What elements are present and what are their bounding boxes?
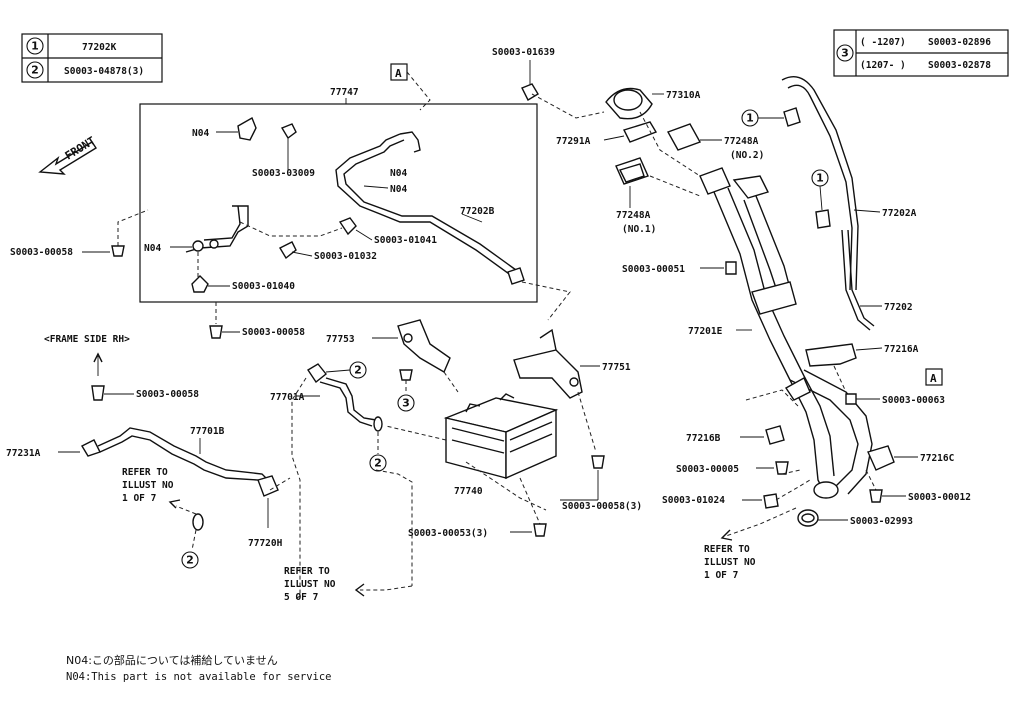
frame-side-label: <FRAME SIDE RH> <box>44 334 130 345</box>
clip-77216C: 77216C S0003-00012 <box>865 445 971 503</box>
mark-2-c: 2 <box>186 554 194 567</box>
label-77216A: 77216A <box>884 344 919 355</box>
label-no2: (NO.2) <box>730 150 764 161</box>
label-s00053-3: S0003-00053(3) <box>408 528 488 539</box>
bracket-77751: 77751 S0003-00058(3) <box>513 328 642 512</box>
refer1-line3: 1 OF 7 <box>122 493 156 504</box>
refer2-line1: REFER TO <box>704 544 750 555</box>
refer2-line3: 1 OF 7 <box>704 570 738 581</box>
label-s00058-a: S0003-00058 <box>10 247 73 258</box>
legend-right-table: 3 ( -1207) S0003-02896 (1207- ) S0003-02… <box>833 29 1009 77</box>
label-77202: 77202 <box>884 302 913 313</box>
hose-77701B: 77231A 77701B 77720H REFER TO ILLUST NO … <box>6 426 291 569</box>
front-arrow: FRONT <box>38 134 98 175</box>
note-english: N04:This part is not available for servi… <box>66 671 332 683</box>
bolt-s00058-a: S0003-00058 <box>10 209 149 258</box>
label-s02993: S0003-02993 <box>850 516 913 527</box>
label-s01040: S0003-01040 <box>232 281 295 292</box>
legend-part-s02896: S0003-02896 <box>928 37 991 48</box>
legend-part-s04878: S0003-04878(3) <box>64 66 144 77</box>
label-s00012: S0003-00012 <box>908 492 971 503</box>
label-77747: 77747 <box>330 87 359 98</box>
bracket-77753: 77753 3 <box>326 319 459 412</box>
hose-77701A: 2 77701A 2 <box>270 361 413 601</box>
bolt-s00058-c: S0003-00058 <box>91 352 199 401</box>
refer1-line1: REFER TO <box>122 467 168 478</box>
clamp-s02993: S0003-02993 <box>797 509 913 527</box>
view-ref-a-top: A <box>390 63 431 111</box>
view-ref-a-right: A <box>925 368 943 386</box>
mark-2-a: 2 <box>354 364 362 377</box>
label-s00058-3: S0003-00058(3) <box>562 501 642 512</box>
label-77248A-1: 77248A <box>616 210 651 221</box>
label-s00051: S0003-00051 <box>622 264 685 275</box>
mark-2-b: 2 <box>374 457 382 470</box>
label-77751: 77751 <box>602 362 631 373</box>
refer-bottom: REFER TO ILLUST NO 5 OF 7 <box>284 566 413 603</box>
label-s03009: S0003-03009 <box>252 168 315 179</box>
note-japanese: N04:この部品については補給していません <box>66 653 278 667</box>
bolt-s00005: S0003-00005 <box>676 461 801 475</box>
label-77216C: 77216C <box>920 453 955 464</box>
breather-tube: 1 1 77202A 77202 <box>741 76 917 331</box>
label-s01639: S0003-01639 <box>492 47 555 58</box>
refer5-line2: ILLUST NO <box>284 579 336 590</box>
legend-left-table: 1 77202K 2 S0003-04878(3) <box>21 33 163 83</box>
legend-mark-2: 2 <box>31 64 39 77</box>
mark-1-lower: 1 <box>816 172 824 185</box>
legend-range-2: (1207- ) <box>860 60 906 71</box>
refer5-line3: 5 OF 7 <box>284 592 318 603</box>
label-77202A: 77202A <box>882 208 917 219</box>
legend-mark-3: 3 <box>841 47 849 60</box>
link-inset-canister <box>521 281 571 321</box>
label-77701B: 77701B <box>190 426 225 437</box>
label-s00058-c: S0003-00058 <box>136 389 199 400</box>
label-s01024: S0003-01024 <box>662 495 725 506</box>
label-77248A-2: 77248A <box>724 136 759 147</box>
fuel-cap-group: S0003-01639 77310A 77291A 77248A (NO.2) … <box>492 47 764 235</box>
label-77753: 77753 <box>326 334 355 345</box>
label-no1: (NO.1) <box>622 224 656 235</box>
mark-1-upper: 1 <box>746 112 754 125</box>
label-s00058-b: S0003-00058 <box>242 327 305 338</box>
legend-part-77202K: 77202K <box>82 42 117 53</box>
label-77701A: 77701A <box>270 392 305 403</box>
label-s01041: S0003-01041 <box>374 235 437 246</box>
label-77202B: 77202B <box>460 206 495 217</box>
bolt-s00058-b: S0003-00058 <box>209 302 305 339</box>
view-ref-a-right-label: A <box>930 372 937 385</box>
filler-neck-pipe: 77201E <box>688 167 873 499</box>
refer1-line2: ILLUST NO <box>122 480 174 491</box>
legend-mark-1: 1 <box>31 40 39 53</box>
label-77740: 77740 <box>454 486 483 497</box>
label-77291A: 77291A <box>556 136 591 147</box>
label-77216B: 77216B <box>686 433 721 444</box>
mark-3: 3 <box>402 397 410 410</box>
view-ref-a-label: A <box>395 67 402 80</box>
inset-box-77747: 77747 N04 S0003-03009 N04 N04 77202B S00… <box>139 87 538 303</box>
label-s01032: S0003-01032 <box>314 251 377 262</box>
legend-part-s02878: S0003-02878 <box>928 60 991 71</box>
refer-right: REFER TO ILLUST NO 1 OF 7 <box>704 507 797 581</box>
label-77201E: 77201E <box>688 326 723 337</box>
label-77310A: 77310A <box>666 90 701 101</box>
label-77231A: 77231A <box>6 448 41 459</box>
canister-77740: 77740 S0003-00053(3) <box>385 393 559 539</box>
clip-77216B: 77216B <box>686 389 801 445</box>
legend-range-1: ( -1207) <box>860 37 906 48</box>
bolt-s00051: S0003-00051 <box>622 261 737 275</box>
label-s00005: S0003-00005 <box>676 464 739 475</box>
clip-s01024: S0003-01024 <box>662 479 811 509</box>
refer5-line1: REFER TO <box>284 566 330 577</box>
label-n04-b: N04 <box>390 168 407 179</box>
bracket-77216A: 77216A S0003-00063 <box>805 343 945 406</box>
label-n04-a: N04 <box>192 128 209 139</box>
label-s00063: S0003-00063 <box>882 395 945 406</box>
refer2-line2: ILLUST NO <box>704 557 756 568</box>
label-77720H: 77720H <box>248 538 283 549</box>
label-n04-c: N04 <box>390 184 407 195</box>
label-n04-d: N04 <box>144 243 161 254</box>
